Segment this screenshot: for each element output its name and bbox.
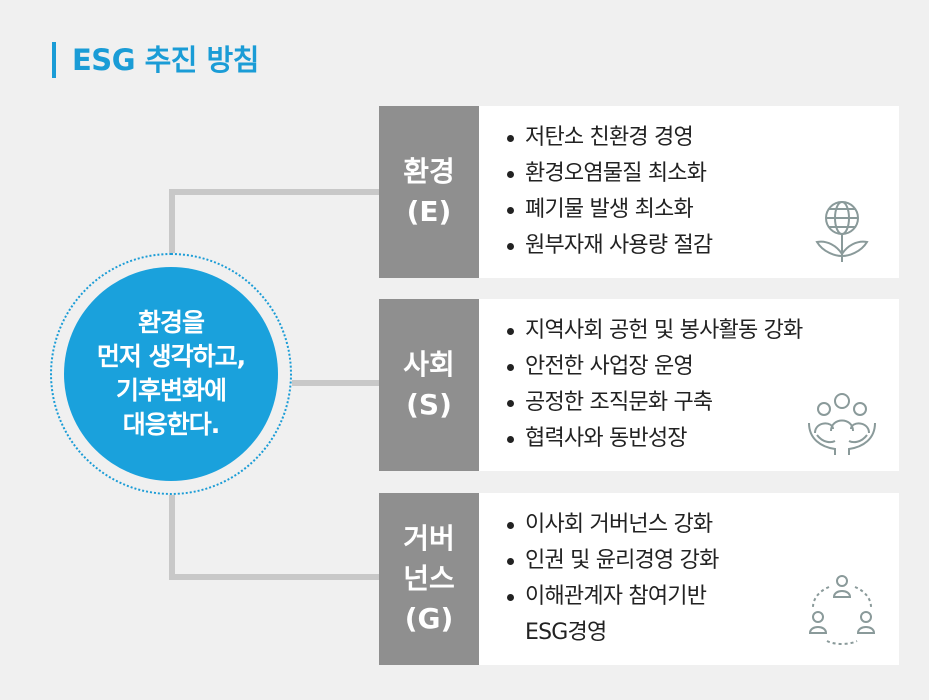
list-item: 안전한 사업장 운영 (503, 349, 803, 385)
people-hands-icon (805, 389, 879, 459)
list-item: 폐기물 발생 최소화 (503, 192, 712, 228)
content-governance: 이사회 거버넌스 강화 인권 및 윤리경영 강화 이해관계자 참여기반 ESG경… (479, 493, 899, 665)
page-title: ESG 추진 방침 (72, 43, 259, 77)
row-social: 사회 (S) 지역사회 공헌 및 봉사활동 강화 안전한 사업장 운영 공정한 … (379, 299, 899, 471)
label-governance: 거버 넌스 (G) (379, 493, 479, 665)
list-social: 지역사회 공헌 및 봉사활동 강화 안전한 사업장 운영 공정한 조직문화 구축… (503, 313, 803, 457)
list-item: 인권 및 윤리경영 강화 (503, 543, 719, 579)
network-people-icon (805, 571, 879, 647)
list-item: 협력사와 동반성장 (503, 421, 803, 457)
list-governance: 이사회 거버넌스 강화 인권 및 윤리경영 강화 이해관계자 참여기반 ESG경… (503, 507, 719, 651)
list-item: 이해관계자 참여기반 ESG경영 (503, 579, 719, 651)
row-governance: 거버 넌스 (G) 이사회 거버넌스 강화 인권 및 윤리경영 강화 이해관계자… (379, 493, 899, 665)
label-environment: 환경 (E) (379, 106, 479, 278)
list-item: 공정한 조직문화 구축 (503, 385, 803, 421)
globe-plant-icon (809, 196, 875, 266)
list-item: 원부자재 사용량 절감 (503, 228, 713, 264)
label-social: 사회 (S) (379, 299, 479, 471)
title-accent-bar (52, 42, 56, 78)
content-environment: 저탄소 친환경 경영 환경오염물질 최소화 폐기물 발생 최소화 원부자재 사용… (479, 106, 899, 278)
center-circle: 환경을 먼저 생각하고, 기후변화에 대응한다. (64, 267, 278, 481)
list-environment: 저탄소 친환경 경영 환경오염물질 최소화 폐기물 발생 최소화 원부자재 사용… (503, 120, 713, 264)
row-environment: 환경 (E) 저탄소 친환경 경영 환경오염물질 최소화 폐기물 발생 최소화 … (379, 106, 899, 278)
list-item: 환경오염물질 최소화 (503, 156, 712, 192)
content-social: 지역사회 공헌 및 봉사활동 강화 안전한 사업장 운영 공정한 조직문화 구축… (479, 299, 899, 471)
list-item: 이사회 거버넌스 강화 (503, 507, 719, 543)
center-statement: 환경을 먼저 생각하고, 기후변화에 대응한다. (96, 308, 246, 439)
list-item: 저탄소 친환경 경영 (503, 120, 712, 156)
list-item: 지역사회 공헌 및 봉사활동 강화 (503, 313, 803, 349)
